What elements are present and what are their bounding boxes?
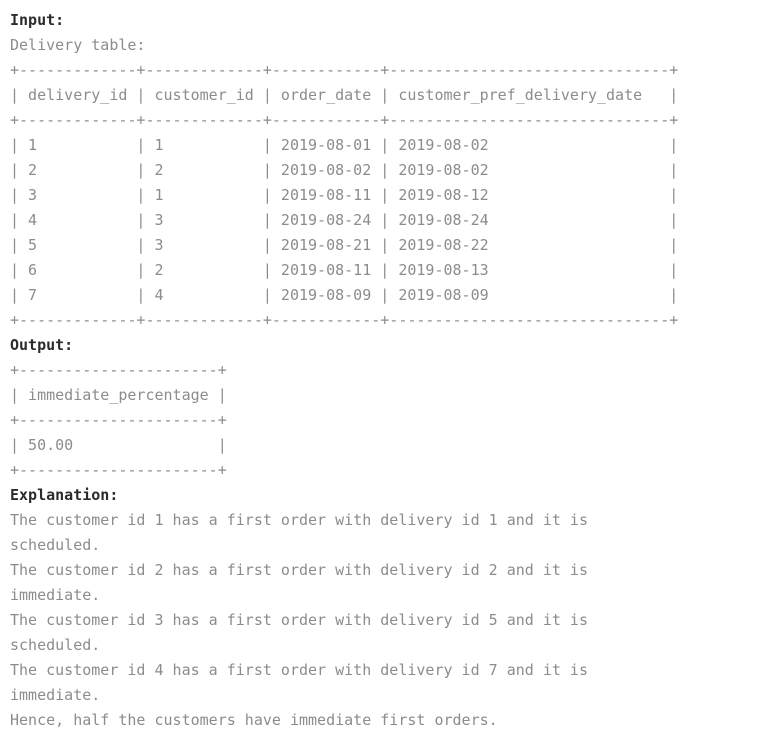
table-row: | 6 | 2 | 2019-08-11 | 2019-08-13 | (10, 261, 679, 279)
output-section: Output: +----------------------+ | immed… (10, 333, 780, 483)
explanation-line: immediate. (10, 686, 101, 704)
output-table: +----------------------+ | immediate_per… (10, 358, 780, 483)
table-header-row: | delivery_id | customer_id | order_date… (10, 86, 679, 104)
explanation-line: scheduled. (10, 636, 101, 654)
output-table-header-row: | immediate_percentage | (10, 386, 227, 404)
table-row: | 2 | 2 | 2019-08-02 | 2019-08-02 | (10, 161, 679, 179)
input-section: Input: Delivery table: +-------------+--… (10, 8, 780, 333)
explanation-line: Hence, half the customers have immediate… (10, 711, 498, 729)
table-row: | 3 | 1 | 2019-08-11 | 2019-08-12 | (10, 186, 679, 204)
table-row: | 4 | 3 | 2019-08-24 | 2019-08-24 | (10, 211, 679, 229)
explanation-heading: Explanation: (10, 486, 119, 504)
delivery-table: +-------------+-------------+-----------… (10, 58, 780, 333)
explanation-line: immediate. (10, 586, 101, 604)
table-border-top: +-------------+-------------+-----------… (10, 61, 679, 79)
output-table-border-bottom: +----------------------+ (10, 461, 227, 479)
table-row: | 5 | 3 | 2019-08-21 | 2019-08-22 | (10, 236, 679, 254)
input-heading: Input: (10, 11, 65, 29)
table-row: | 1 | 1 | 2019-08-01 | 2019-08-02 | (10, 136, 679, 154)
explanation-line: scheduled. (10, 536, 101, 554)
output-table-row: | 50.00 | (10, 436, 227, 454)
table-border-bottom: +-------------+-------------+-----------… (10, 311, 679, 329)
explanation-section: Explanation: The customer id 1 has a fir… (10, 483, 780, 733)
explanation-line: The customer id 2 has a first order with… (10, 561, 588, 579)
delivery-table-caption: Delivery table: (10, 36, 146, 54)
output-table-border-header: +----------------------+ (10, 411, 227, 429)
explanation-line: The customer id 3 has a first order with… (10, 611, 588, 629)
output-table-border-top: +----------------------+ (10, 361, 227, 379)
table-border-header: +-------------+-------------+-----------… (10, 111, 679, 129)
table-row: | 7 | 4 | 2019-08-09 | 2019-08-09 | (10, 286, 679, 304)
output-heading: Output: (10, 336, 74, 354)
explanation-line: The customer id 4 has a first order with… (10, 661, 588, 679)
explanation-line: The customer id 1 has a first order with… (10, 511, 588, 529)
